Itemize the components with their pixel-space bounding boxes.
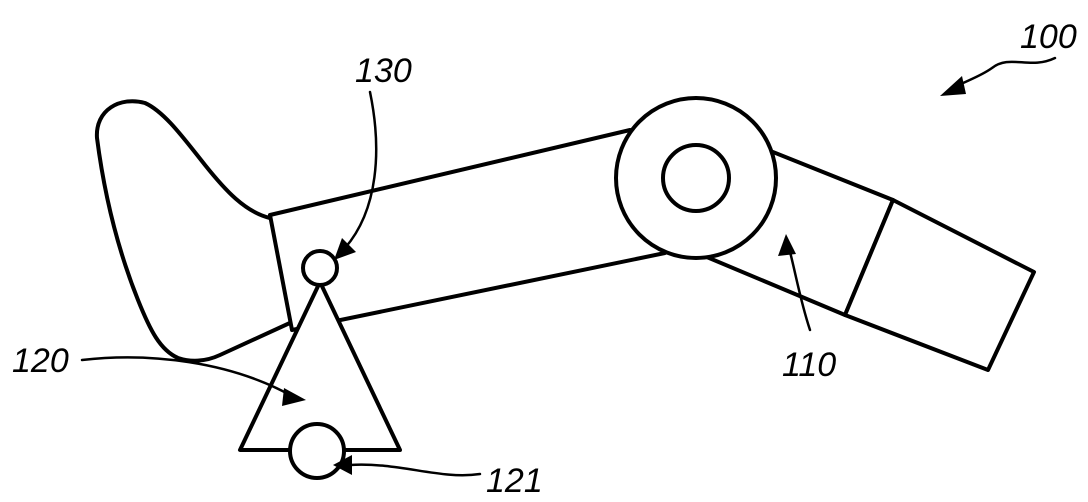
leader-130 xyxy=(343,90,378,250)
knee-joint-inner xyxy=(661,143,731,213)
leader-100 xyxy=(948,56,1057,92)
calf-cushion xyxy=(94,99,293,363)
arrowhead-110 xyxy=(778,234,796,256)
arrowhead-130 xyxy=(334,238,356,260)
leader-110 xyxy=(787,246,812,332)
arrowhead-120 xyxy=(282,388,306,406)
end-block xyxy=(843,198,1036,372)
leader-121 xyxy=(348,463,482,477)
foot-pivot xyxy=(288,422,346,480)
label-foot-member: 120 xyxy=(12,342,69,380)
ankle-pivot xyxy=(301,249,339,287)
label-knee-joint: 110 xyxy=(782,346,836,384)
leader-120 xyxy=(80,356,292,397)
arrowhead-100 xyxy=(940,76,966,96)
arrowhead-121 xyxy=(333,455,352,475)
label-ankle-pivot: 130 xyxy=(355,52,412,90)
label-foot-pivot: 121 xyxy=(486,462,543,500)
label-assembly: 100 xyxy=(1020,18,1077,56)
